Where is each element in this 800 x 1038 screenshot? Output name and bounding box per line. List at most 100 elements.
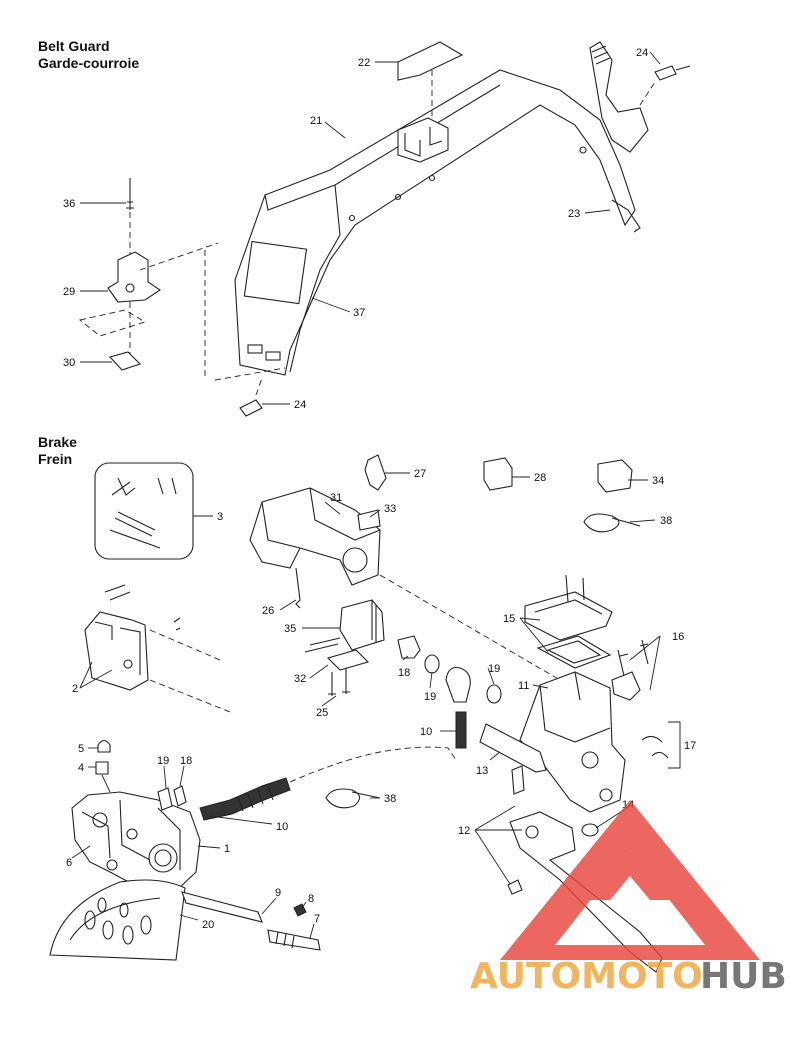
callout-31: 31 xyxy=(330,492,342,504)
callout-24-upper: 24 xyxy=(636,47,648,59)
master-cylinder-11 xyxy=(519,671,626,813)
callout-10-lower: 10 xyxy=(276,821,288,833)
brake-hose-10 xyxy=(199,777,291,821)
callout-18-caliper: 18 xyxy=(180,755,192,767)
guard-clip xyxy=(397,117,449,163)
bushing-14 xyxy=(581,823,599,837)
hose-end-10 xyxy=(455,711,467,749)
callout-10-upper: 10 xyxy=(420,726,432,738)
connector-34 xyxy=(597,459,633,493)
callout-33: 33 xyxy=(384,503,396,515)
callout-38-upper: 38 xyxy=(660,515,672,527)
callout-27: 27 xyxy=(414,468,426,480)
callout-32: 32 xyxy=(294,673,306,685)
callout-7: 7 xyxy=(314,913,320,925)
callout-19-caliper: 19 xyxy=(157,755,169,767)
callout-19-left: 19 xyxy=(424,691,436,703)
callout-23: 23 xyxy=(568,208,580,220)
rivet-24-upper xyxy=(654,65,677,81)
callout-5: 5 xyxy=(78,743,84,755)
callout-24-lower: 24 xyxy=(294,399,306,411)
screw-25 xyxy=(328,668,350,696)
hardware-kit-box-3 xyxy=(94,462,194,560)
callout-25: 25 xyxy=(316,707,328,719)
callout-15: 15 xyxy=(503,613,515,625)
callout-18-upper: 18 xyxy=(398,667,410,679)
callout-6: 6 xyxy=(66,857,72,869)
nut-8 xyxy=(293,903,307,917)
watermark-logo: AUTOMOTO HUB xyxy=(470,800,787,997)
label-33 xyxy=(357,509,381,531)
pin-36 xyxy=(126,178,134,210)
upper-mount-spring xyxy=(589,41,649,153)
belt-guard-decal xyxy=(243,240,308,305)
clamp-38-lower xyxy=(325,788,381,809)
watermark-text-secondary: HUB xyxy=(700,956,787,997)
washer-19-a xyxy=(424,654,440,674)
clamp-38-upper xyxy=(583,513,641,533)
brake-title: Brake Frein xyxy=(38,434,77,468)
callout-21: 21 xyxy=(310,115,322,127)
connector-28 xyxy=(483,457,513,491)
guard-hook-23 xyxy=(611,199,641,233)
brake-pad-bracket-2 xyxy=(84,611,149,691)
callout-36: 36 xyxy=(63,198,75,210)
plate-gasket xyxy=(78,309,147,337)
belt-guard-body xyxy=(234,69,636,376)
callout-30: 30 xyxy=(63,357,75,369)
callout-4: 4 xyxy=(78,762,84,774)
brake-title-en: Brake xyxy=(38,434,77,450)
banjo-bolt-18 xyxy=(397,635,421,659)
belt-guard-title-en: Belt Guard xyxy=(38,38,110,54)
callout-13: 13 xyxy=(476,765,488,777)
banjo-fitting-10 xyxy=(445,666,471,703)
reservoir-gasket xyxy=(536,635,612,669)
brake-disc-20 xyxy=(49,879,186,961)
brake-caliper-1 xyxy=(71,791,201,893)
brake-switch-35 xyxy=(339,599,385,651)
callout-20: 20 xyxy=(202,919,214,931)
watermark-text-primary: AUTOMOTO xyxy=(470,956,703,997)
watermark-triangle xyxy=(500,800,760,960)
callout-12: 12 xyxy=(458,825,470,837)
callout-28: 28 xyxy=(534,472,546,484)
callout-34: 34 xyxy=(652,475,664,487)
clip-17 xyxy=(641,735,669,759)
bolt-7 xyxy=(267,929,321,951)
callout-29: 29 xyxy=(63,286,75,298)
reservoir-cap-15 xyxy=(524,591,613,641)
callout-1: 1 xyxy=(224,843,230,855)
callout-16: 16 xyxy=(672,631,684,643)
clip-27 xyxy=(364,454,387,491)
bracket-26 xyxy=(295,567,301,609)
pushrod-13 xyxy=(479,723,547,773)
callout-22: 22 xyxy=(358,57,370,69)
guard-tag-22 xyxy=(397,41,464,81)
belt-guard-title: Belt Guard Garde-courroie xyxy=(38,38,139,72)
belt-guard-group xyxy=(78,41,691,417)
callout-2: 2 xyxy=(72,683,78,695)
base-plate-30 xyxy=(108,351,142,371)
pin-9 xyxy=(181,891,263,923)
screw-16 xyxy=(617,639,649,677)
callout-38-lower: 38 xyxy=(384,793,396,805)
callout-35: 35 xyxy=(284,623,296,635)
bracket-29 xyxy=(107,251,161,303)
callout-37: 37 xyxy=(353,307,365,319)
callout-leaders xyxy=(71,51,681,939)
callout-26: 26 xyxy=(262,605,274,617)
washer-19-b xyxy=(486,684,502,704)
belt-guard-title-fr: Garde-courroie xyxy=(38,55,140,71)
brake-title-fr: Frein xyxy=(38,451,73,467)
callout-3: 3 xyxy=(217,511,223,523)
callout-17: 17 xyxy=(684,740,696,752)
master-cylinder-cover-31 xyxy=(249,487,381,586)
callout-8: 8 xyxy=(308,893,314,905)
callout-19-right: 19 xyxy=(488,663,500,675)
bleeder-cap-5 xyxy=(97,739,111,753)
rivet-24-lower xyxy=(239,399,263,417)
fitting-4 xyxy=(95,761,109,775)
callout-11: 11 xyxy=(518,680,529,692)
callout-9: 9 xyxy=(275,887,281,899)
